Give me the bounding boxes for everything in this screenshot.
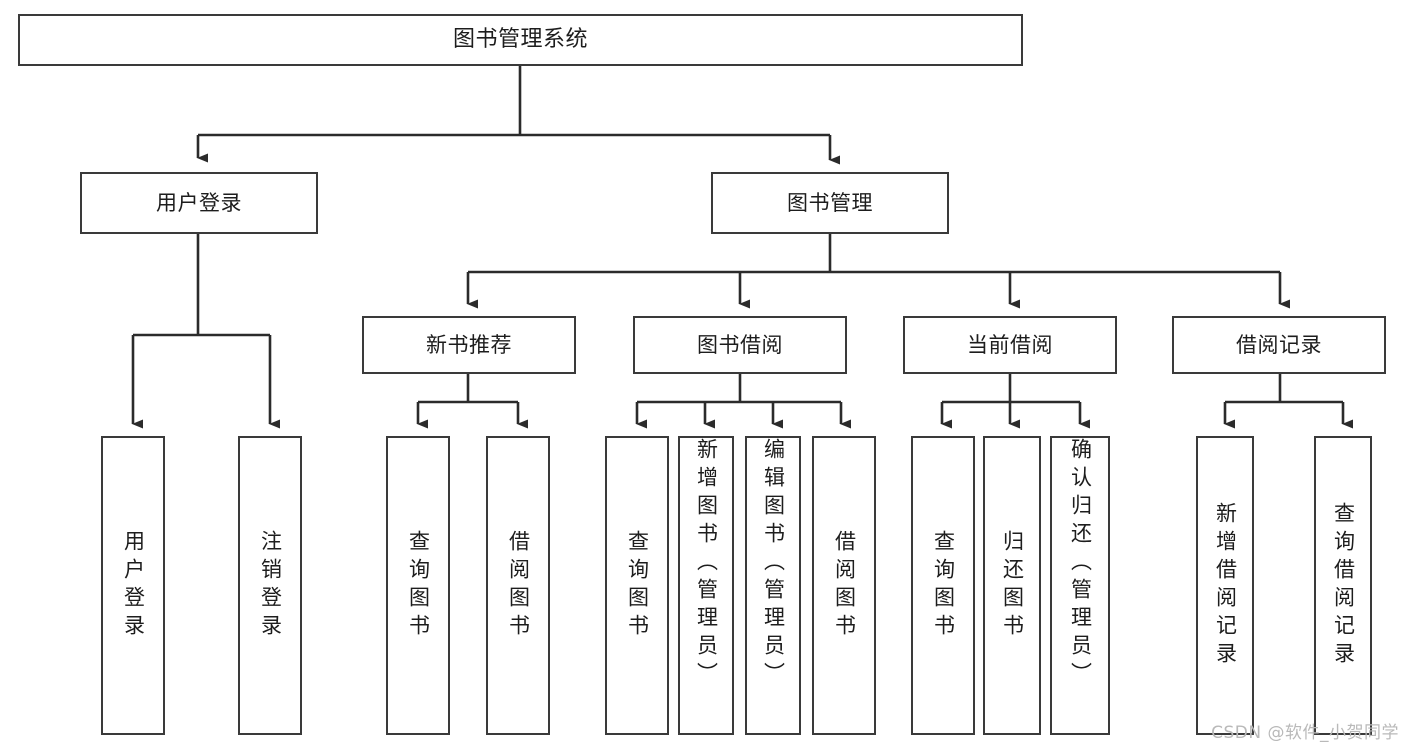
leaf-user-login-logout[interactable]: 注销登录 <box>238 436 302 735</box>
node-user-login[interactable]: 用户登录 <box>80 172 318 234</box>
leaf-book-borrow-edit-book-admin[interactable]: 编辑图书（管理员） <box>745 436 801 735</box>
leaf-current-borrow-query-book[interactable]: 查询图书 <box>911 436 975 735</box>
node-label: 用户登录 <box>156 190 242 215</box>
node-label: 图书管理 <box>787 190 873 215</box>
leaf-borrow-records-add-record[interactable]: 新增借阅记录 <box>1196 436 1254 735</box>
node-label: 图书借阅 <box>697 332 783 357</box>
leaf-new-book-query-book[interactable]: 查询图书 <box>386 436 450 735</box>
leaf-book-borrow-query-book[interactable]: 查询图书 <box>605 436 669 735</box>
node-label: 新增图书（管理员） <box>694 438 719 690</box>
node-label: 查询图书 <box>625 529 650 642</box>
leaf-book-borrow-borrow-book[interactable]: 借阅图书 <box>812 436 876 735</box>
node-label: 图书管理系统 <box>452 27 588 52</box>
node-label: 编辑图书（管理员） <box>761 438 786 690</box>
leaf-current-borrow-confirm-return-admin[interactable]: 确认归还（管理员） <box>1050 436 1110 735</box>
node-label: 借阅记录 <box>1236 332 1322 357</box>
leaf-borrow-records-query-record[interactable]: 查询借阅记录 <box>1314 436 1372 735</box>
node-label: 查询图书 <box>406 529 431 642</box>
node-borrow-records[interactable]: 借阅记录 <box>1172 316 1386 374</box>
node-label: 借阅图书 <box>506 529 531 642</box>
node-book-management[interactable]: 图书管理 <box>711 172 949 234</box>
node-label: 查询图书 <box>931 529 956 642</box>
leaf-new-book-borrow-book[interactable]: 借阅图书 <box>486 436 550 735</box>
node-label: 用户登录 <box>121 529 146 642</box>
node-label: 新增借阅记录 <box>1213 501 1238 670</box>
node-label: 归还图书 <box>1000 529 1025 642</box>
node-new-book-recommend[interactable]: 新书推荐 <box>362 316 576 374</box>
node-root-book-management-system[interactable]: 图书管理系统 <box>18 14 1023 66</box>
leaf-user-login-login[interactable]: 用户登录 <box>101 436 165 735</box>
leaf-book-borrow-add-book-admin[interactable]: 新增图书（管理员） <box>678 436 734 735</box>
node-label: 查询借阅记录 <box>1331 501 1356 670</box>
node-label: 新书推荐 <box>426 332 512 357</box>
node-label: 借阅图书 <box>832 529 857 642</box>
leaf-current-borrow-return-book[interactable]: 归还图书 <box>983 436 1041 735</box>
node-label: 当前借阅 <box>967 332 1053 357</box>
node-book-borrow[interactable]: 图书借阅 <box>633 316 847 374</box>
watermark-text: CSDN @软件_小贺同学 <box>1211 723 1399 743</box>
node-label: 注销登录 <box>258 529 283 642</box>
node-current-borrow[interactable]: 当前借阅 <box>903 316 1117 374</box>
node-label: 确认归还（管理员） <box>1068 438 1093 690</box>
